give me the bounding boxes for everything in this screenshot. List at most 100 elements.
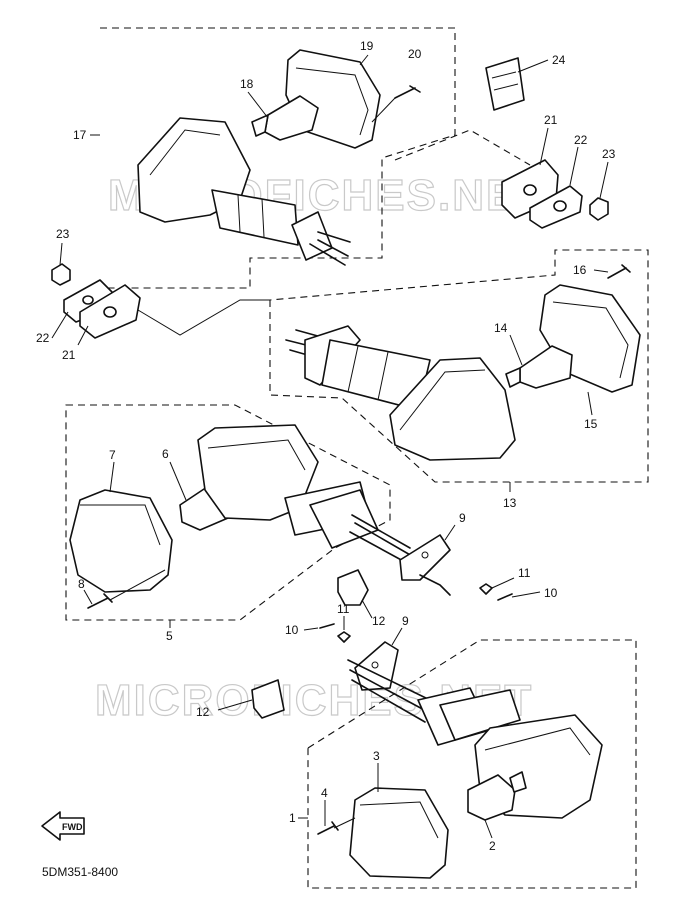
wires-17 bbox=[309, 231, 351, 266]
screw-4 bbox=[317, 821, 339, 835]
leader-12-upper bbox=[361, 599, 373, 619]
callout-8: 8 bbox=[78, 577, 85, 591]
leader-23-left bbox=[59, 242, 63, 266]
leader-21-left bbox=[77, 325, 89, 346]
relay-24 bbox=[485, 57, 549, 111]
grommet-11-upper bbox=[479, 583, 493, 595]
forward-arrow-icon bbox=[41, 811, 85, 841]
callout-1: 1 bbox=[289, 811, 296, 825]
wires-1 bbox=[347, 659, 431, 723]
callout-5: 5 bbox=[166, 629, 173, 643]
callout-18: 18 bbox=[240, 77, 254, 91]
housing-1-rim bbox=[484, 727, 591, 756]
lens-7 bbox=[69, 489, 173, 593]
cover-12-lower bbox=[251, 679, 285, 719]
callout-14: 14 bbox=[494, 321, 508, 335]
damper-21-left bbox=[79, 284, 141, 339]
forward-arrow: FWD bbox=[41, 811, 85, 841]
assembly-1 bbox=[298, 639, 637, 889]
assembly-1-outline bbox=[307, 639, 637, 889]
wires-5 bbox=[349, 514, 413, 563]
leader-14 bbox=[509, 334, 523, 366]
screw-8 bbox=[87, 593, 113, 609]
bulb-14 bbox=[519, 345, 573, 389]
grommet-11-lower bbox=[337, 631, 351, 643]
relay-24-body bbox=[485, 57, 525, 111]
callouts: 1 2 3 4 5 6 7 8 9 9 10 10 11 11 12 12 13… bbox=[36, 39, 616, 853]
callout-19: 19 bbox=[360, 39, 374, 53]
stem-1 bbox=[439, 689, 521, 741]
callout-16: 16 bbox=[573, 263, 587, 277]
callout-10-lower: 10 bbox=[285, 623, 299, 637]
leader-9-upper bbox=[444, 524, 456, 541]
callout-6: 6 bbox=[162, 447, 169, 461]
cover-12-upper bbox=[337, 569, 369, 606]
bracket-set-left bbox=[51, 242, 270, 346]
callout-13: 13 bbox=[503, 496, 517, 510]
callout-11-lower: 11 bbox=[337, 602, 350, 616]
callout-15: 15 bbox=[584, 417, 598, 431]
callout-3: 3 bbox=[373, 749, 380, 763]
leader-22-left bbox=[51, 311, 69, 339]
callout-9-upper: 9 bbox=[459, 511, 466, 525]
leader-23-right bbox=[599, 161, 609, 199]
reflector-19-rim bbox=[295, 67, 369, 136]
lens-7-edge bbox=[80, 504, 161, 546]
bulb-2 bbox=[467, 774, 516, 821]
plate-22-right-hole bbox=[553, 200, 567, 212]
relay-24-detail bbox=[491, 71, 519, 91]
callout-22-left: 22 bbox=[36, 331, 50, 345]
nut-23-right bbox=[589, 197, 609, 221]
leader-19 bbox=[359, 54, 369, 66]
leader-21-right bbox=[539, 127, 549, 166]
callout-23-right: 23 bbox=[602, 147, 616, 161]
callout-17: 17 bbox=[73, 128, 87, 142]
assembly-17-outline bbox=[100, 27, 456, 289]
nut-23-left bbox=[51, 263, 71, 286]
bulb-2-base bbox=[509, 771, 527, 793]
lens-17-edge bbox=[149, 129, 221, 176]
stem-17 bbox=[211, 189, 299, 246]
leader-15 bbox=[587, 391, 593, 416]
damper-21-left-hole bbox=[103, 306, 117, 318]
assembly-5 bbox=[65, 404, 413, 628]
lens-13-edge bbox=[399, 369, 486, 431]
callout-12-lower: 12 bbox=[196, 705, 210, 719]
lens-3-edge bbox=[359, 801, 439, 839]
callout-21-right: 21 bbox=[544, 113, 558, 127]
plate-9-upper-hole bbox=[421, 551, 429, 559]
damper-21-right-hole bbox=[523, 184, 537, 196]
leader-18 bbox=[247, 91, 269, 119]
housing-5-rim bbox=[207, 439, 306, 471]
wire-9-upper bbox=[419, 574, 451, 596]
leader-9-lower bbox=[391, 627, 403, 646]
leader-12-lower bbox=[217, 699, 253, 711]
callout-22-right: 22 bbox=[574, 133, 588, 147]
callout-10-upper: 10 bbox=[544, 586, 558, 600]
reflector-15-rim bbox=[552, 301, 629, 379]
screw-16 bbox=[607, 264, 631, 279]
bracket-right-guide bbox=[394, 129, 531, 166]
screw-4-axis bbox=[333, 817, 356, 829]
assembly-13-outline bbox=[269, 249, 649, 483]
leader-10-upper bbox=[511, 591, 541, 598]
leader-6 bbox=[169, 461, 187, 501]
diagram-code: 5DM351-8400 bbox=[42, 865, 118, 879]
screw-10-lower bbox=[319, 623, 335, 629]
plate-22-right bbox=[529, 185, 583, 229]
leader-22-right bbox=[569, 146, 579, 186]
callout-9-lower: 9 bbox=[402, 614, 409, 628]
plate-9-lower-hole bbox=[371, 661, 379, 669]
leader-24 bbox=[517, 59, 549, 73]
bulb-18-base bbox=[251, 114, 269, 137]
stem-13-ribs bbox=[347, 345, 389, 401]
plate-22-left-hole bbox=[82, 295, 94, 305]
bracket-left-guide bbox=[137, 299, 270, 336]
forward-arrow-label: FWD bbox=[62, 822, 83, 832]
leader-2 bbox=[484, 819, 493, 839]
callout-12-upper: 12 bbox=[372, 614, 386, 628]
lens-3 bbox=[349, 787, 449, 879]
callout-11-upper: 11 bbox=[518, 566, 531, 580]
